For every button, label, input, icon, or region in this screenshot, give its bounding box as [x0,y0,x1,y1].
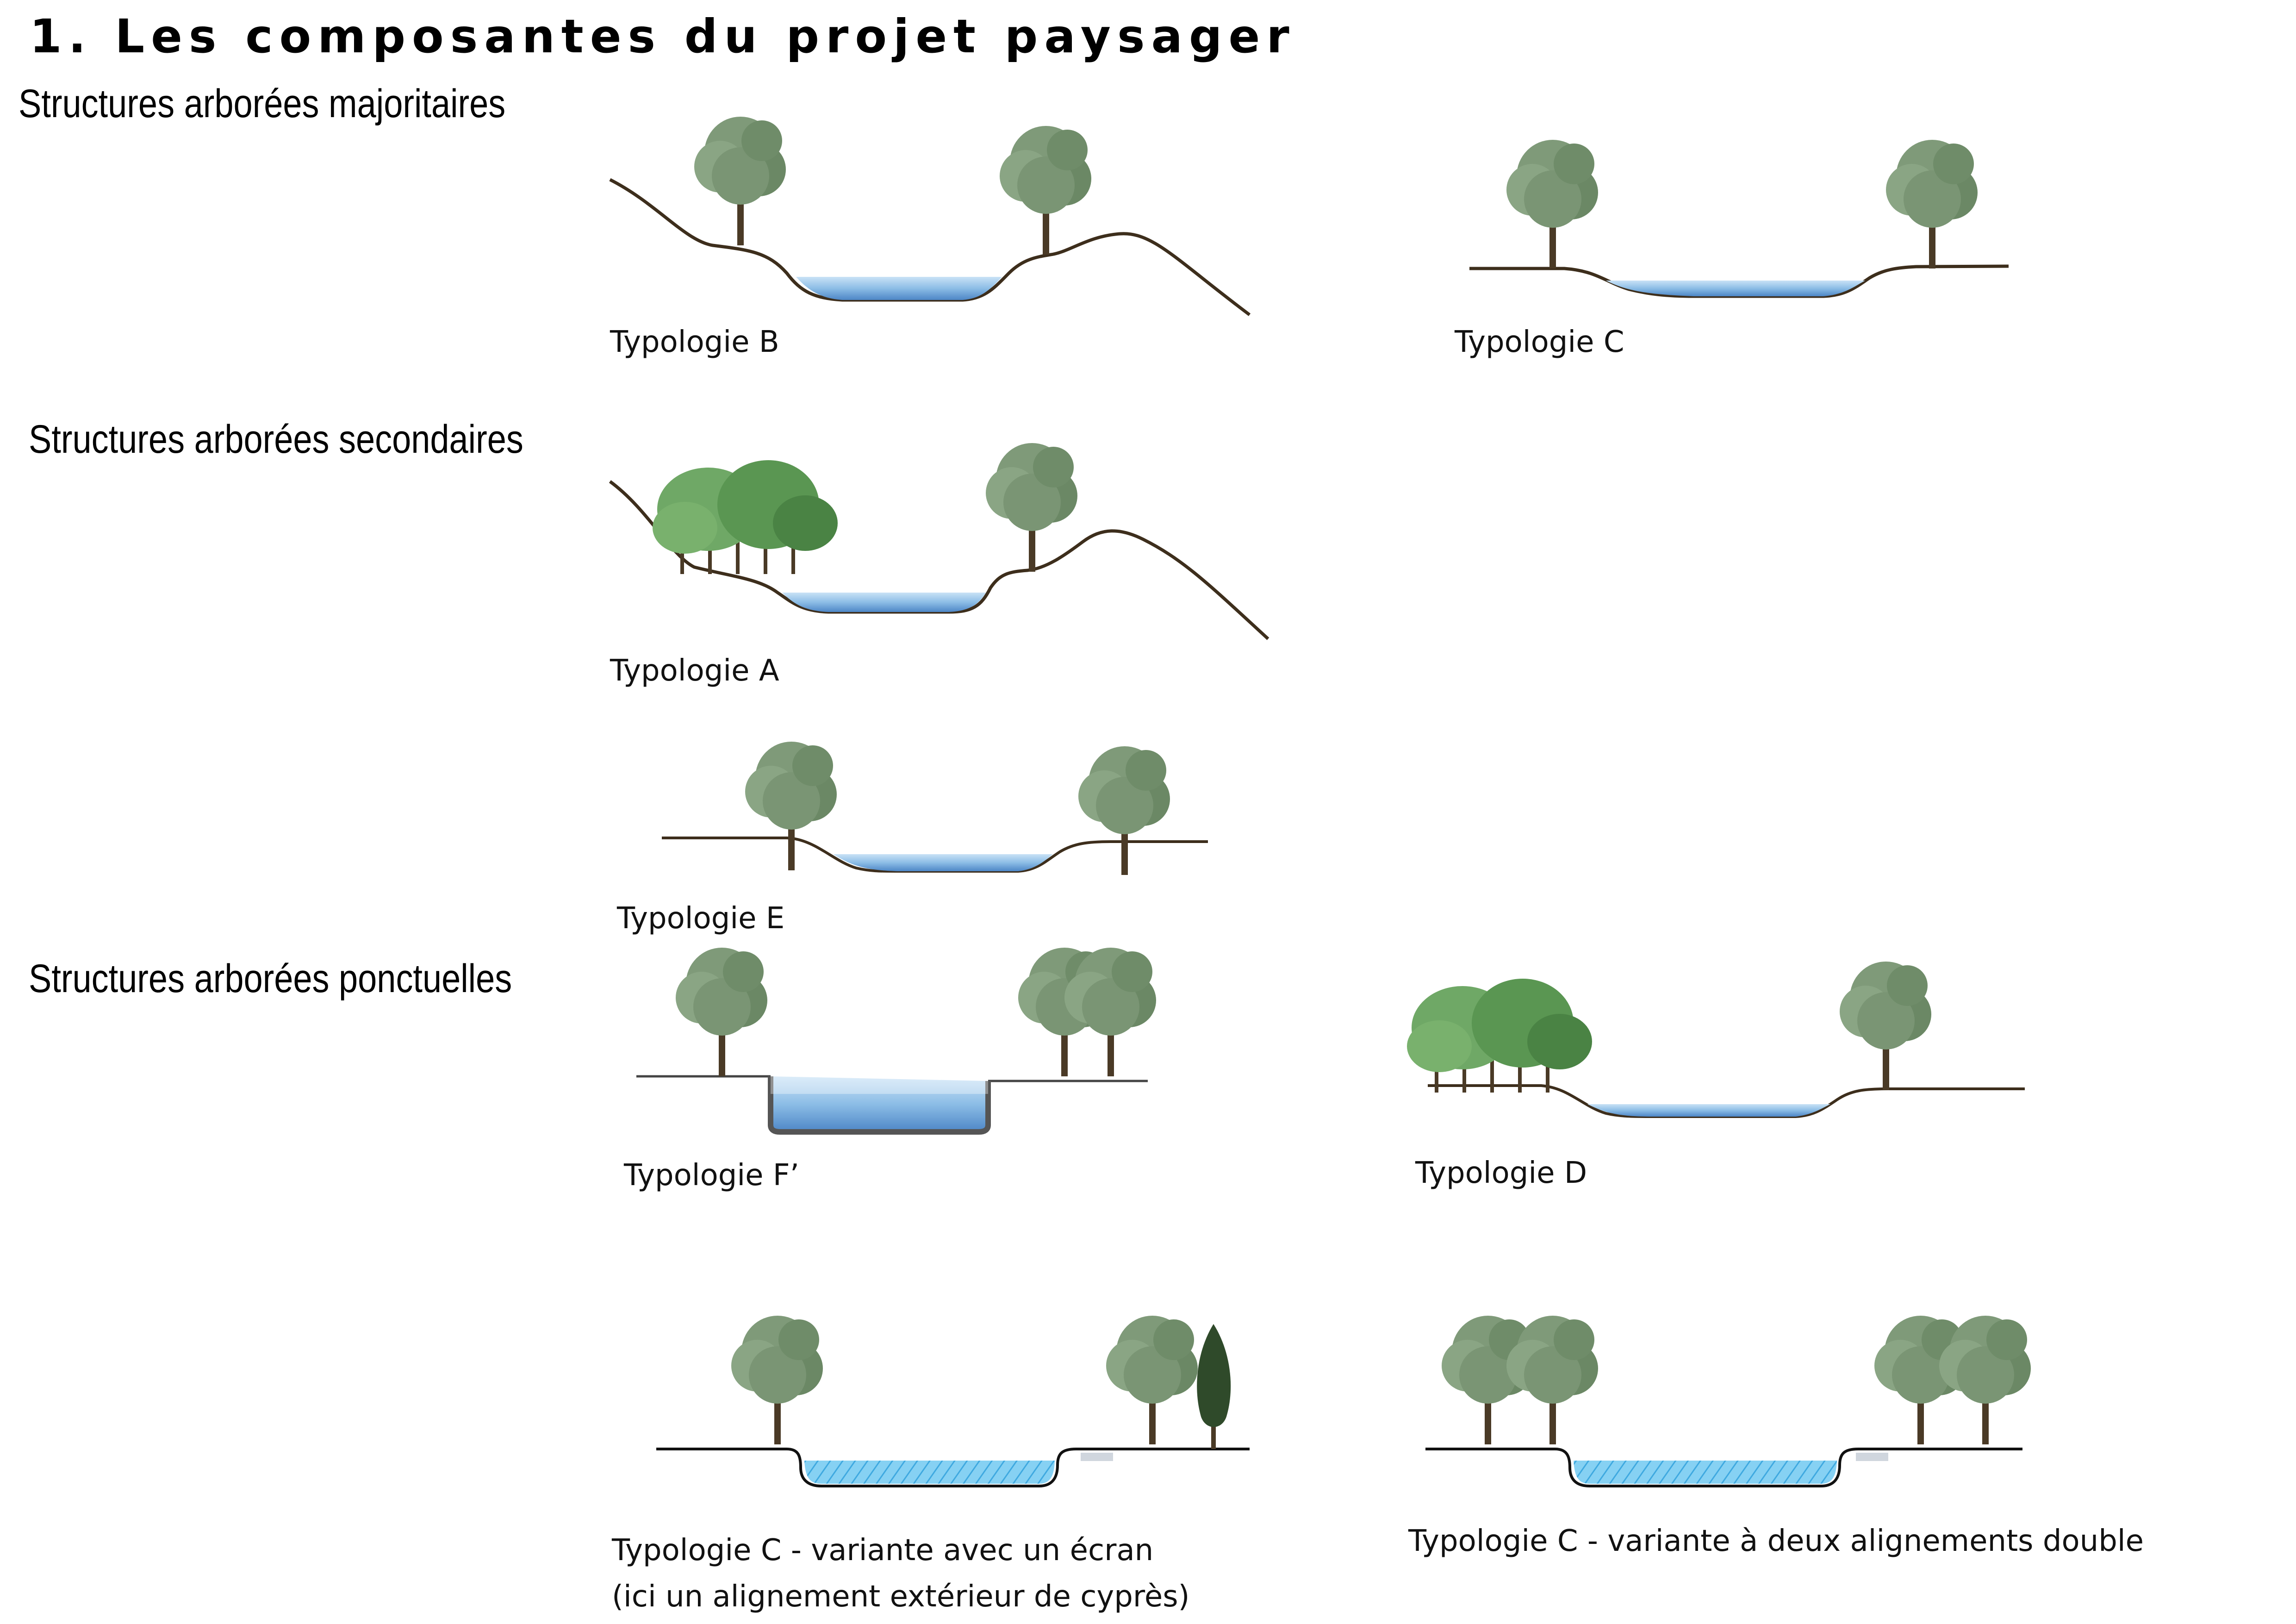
caption-typologie-c-ecran-line2: (ici un alignement extérieur de cyprès) [612,1580,1190,1614]
profile-typologie-f [636,948,1156,1135]
profile-typologie-c-double [1425,1316,2031,1487]
caption-typologie-d: Typologie D [1415,1156,1587,1190]
profile-typologie-c [1469,140,2009,298]
profile-typologie-d [1407,962,2025,1118]
profile-typologie-a [609,443,1269,640]
caption-typologie-c-double: Typologie C - variante à deux alignement… [1408,1524,2144,1558]
caption-typologie-f: Typologie F’ [624,1158,799,1193]
profile-typologie-c-ecran [656,1316,1250,1487]
caption-typologie-c: Typologie C [1455,325,1624,359]
page-title: 1. Les composantes du projet paysager [30,9,1296,63]
caption-typologie-c-ecran-line1: Typologie C - variante avec un écran [612,1533,1154,1568]
profile-typologie-e [662,742,1208,875]
cypress-tree [1197,1324,1231,1449]
section-heading-majoritaires: Structures arborées majoritaires [19,81,506,126]
caption-typologie-e: Typologie E [617,901,785,936]
caption-typologie-b: Typologie B [610,325,779,359]
profile-typologie-b [609,117,1251,316]
section-heading-ponctuelles: Structures arborées ponctuelles [29,956,512,1001]
caption-typologie-a: Typologie A [610,654,779,688]
section-heading-secondaires: Structures arborées secondaires [29,417,523,462]
